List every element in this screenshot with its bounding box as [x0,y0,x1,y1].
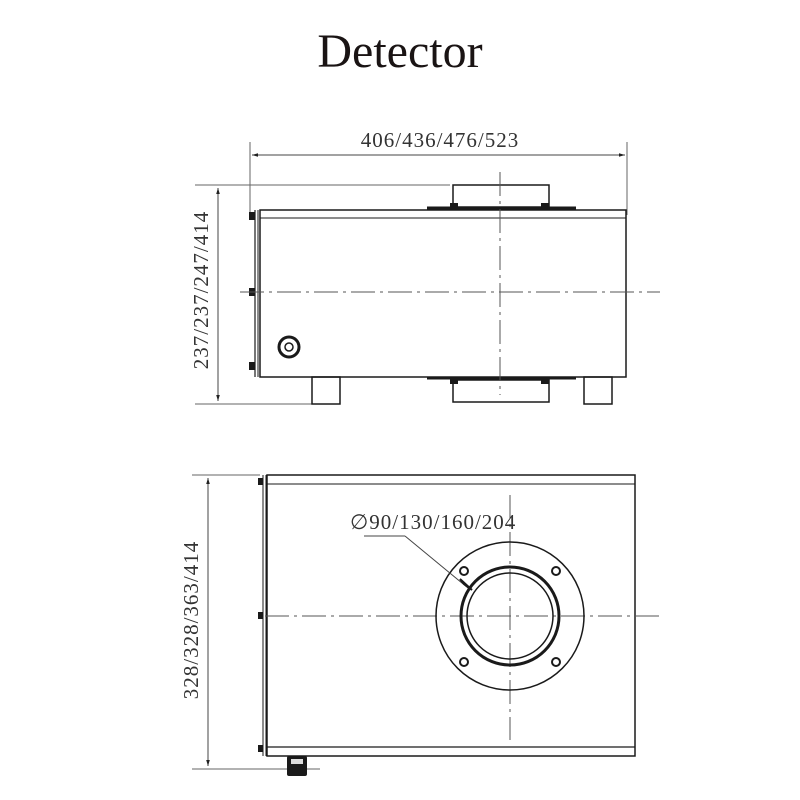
side-view: 406/436/476/523 237/237/247/414 [189,128,660,405]
top-height-dimension: 328/328/363/414 [179,474,320,770]
drawing-title: Detector [317,25,483,78]
width-dimension: 406/436/476/523 [249,128,628,215]
height-dimension-label: 237/237/247/414 [189,211,213,370]
width-dimension-label: 406/436/476/523 [361,128,520,152]
top-height-dimension-label: 328/328/363/414 [179,541,203,700]
aperture-leader: ∅90/130/160/204 [350,510,516,591]
height-dimension: 237/237/247/414 [189,184,450,405]
top-view: 328/328/363/414 ∅90/130/160/204 [179,474,660,776]
aperture-diameter-label: ∅90/130/160/204 [350,510,516,534]
